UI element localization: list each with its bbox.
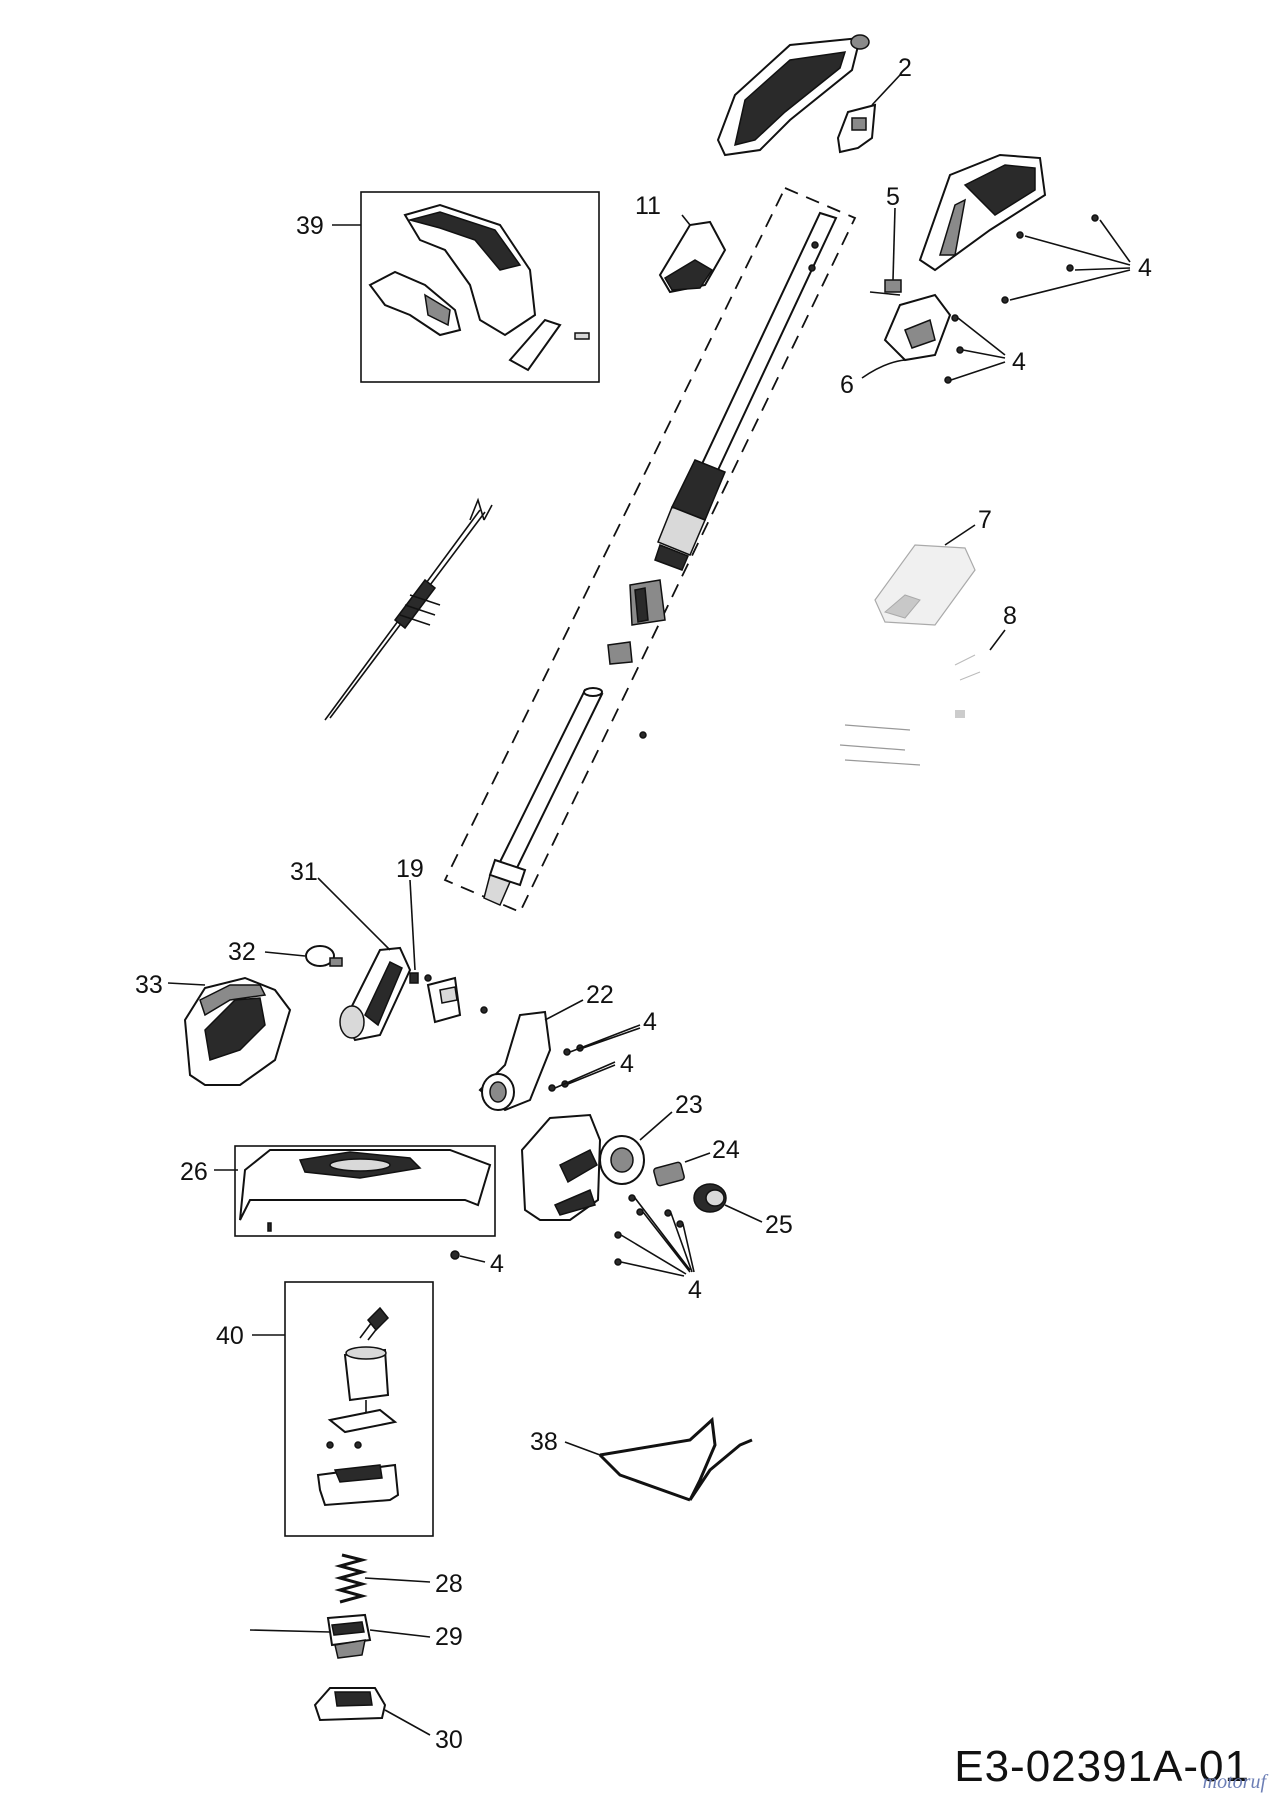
part-38-wire-guard <box>598 1416 753 1502</box>
shaft-lower-tube <box>483 687 604 906</box>
label-4a: 4 <box>1138 254 1152 282</box>
part-26-box <box>234 1145 496 1237</box>
leader-5 <box>892 207 896 281</box>
part-29-spool <box>249 1613 372 1659</box>
part-31-housing-clip <box>339 946 412 1042</box>
part-23-motor-housing <box>520 1113 645 1221</box>
cable-harness <box>324 497 493 721</box>
leader-29 <box>369 1629 431 1638</box>
leader-28 <box>364 1577 431 1583</box>
screws-group-4e <box>614 1194 684 1266</box>
label-24: 24 <box>712 1136 740 1164</box>
part-39-box <box>360 191 600 383</box>
label-4f: 4 <box>490 1250 504 1278</box>
shaft-dashed-envelope <box>443 186 857 914</box>
label-26: 26 <box>180 1158 208 1186</box>
label-31: 31 <box>290 858 318 886</box>
leader-24 <box>684 1152 711 1163</box>
label-4c: 4 <box>643 1008 657 1036</box>
label-19: 19 <box>396 855 424 883</box>
leader-31 <box>317 877 391 951</box>
shaft-upper-tube <box>654 211 838 571</box>
label-25: 25 <box>765 1211 793 1239</box>
label-23: 23 <box>675 1091 703 1119</box>
switch-block <box>424 974 488 1024</box>
label-28: 28 <box>435 1570 463 1598</box>
label-30: 30 <box>435 1726 463 1754</box>
part-19-spring <box>409 972 419 984</box>
leader-4e <box>620 1197 695 1277</box>
watermark-logo: motoruf <box>1202 1771 1266 1793</box>
label-8: 8 <box>1003 602 1017 630</box>
leader-4f <box>459 1255 486 1263</box>
leader-8 <box>989 629 1006 651</box>
label-39: 39 <box>296 212 324 240</box>
leader-4d <box>554 1061 616 1089</box>
part-25-knob <box>693 1183 727 1213</box>
leader-23 <box>639 1111 673 1141</box>
part-28-spring <box>334 1553 368 1604</box>
label-5: 5 <box>886 183 900 211</box>
part-26-grass-guard <box>239 1149 492 1232</box>
leader-11 <box>681 214 691 226</box>
part-24-spring <box>653 1161 685 1187</box>
label-29: 29 <box>435 1623 463 1651</box>
leader-4c <box>569 1024 641 1053</box>
part-40-box <box>284 1281 434 1537</box>
part-32-knob <box>305 945 343 967</box>
label-32: 32 <box>228 938 256 966</box>
part-6-bracket <box>883 293 952 362</box>
part-22-shaft-clamp <box>478 1010 552 1112</box>
part-30-spool-cap <box>313 1687 387 1722</box>
leader-22 <box>544 999 584 1021</box>
part-33-guard-cover <box>183 976 292 1086</box>
part-2-trigger-switch <box>836 103 877 154</box>
leader-30 <box>384 1709 431 1736</box>
leader-7 <box>944 524 976 546</box>
label-11: 11 <box>635 192 661 220</box>
handle-housing-right <box>918 153 1047 272</box>
leader-6 <box>861 359 906 379</box>
label-22: 22 <box>586 981 614 1009</box>
diagram-reference-code: E3-02391A-01 <box>954 1742 1250 1791</box>
leader-4b <box>950 317 1006 381</box>
leader-25 <box>724 1204 763 1223</box>
label-6: 6 <box>840 371 854 399</box>
label-4d: 4 <box>620 1050 634 1078</box>
screws-group-4a <box>1001 214 1099 304</box>
part-40-motor-assembly <box>316 1306 400 1507</box>
label-7: 7 <box>978 506 992 534</box>
label-2: 2 <box>898 54 912 82</box>
shaft-locking-nut <box>629 579 666 626</box>
part-7-battery <box>874 544 976 626</box>
label-38: 38 <box>530 1428 558 1456</box>
handle-housing-left <box>716 34 870 157</box>
label-33: 33 <box>135 971 163 999</box>
part-39-auxiliary-handle <box>368 203 590 372</box>
label-4e: 4 <box>688 1276 702 1304</box>
label-40: 40 <box>216 1322 244 1350</box>
part-5-clip <box>869 279 902 296</box>
part-8-charger <box>839 654 981 766</box>
leader-32 <box>264 951 306 957</box>
label-4b: 4 <box>1012 348 1026 376</box>
leader-33 <box>167 982 206 986</box>
leader-4a <box>1009 219 1131 301</box>
part-11-cable-clamp <box>658 220 727 294</box>
shaft-collar <box>607 641 633 665</box>
leader-38 <box>564 1441 601 1456</box>
leader-2 <box>871 74 901 106</box>
leader-19 <box>409 879 416 971</box>
